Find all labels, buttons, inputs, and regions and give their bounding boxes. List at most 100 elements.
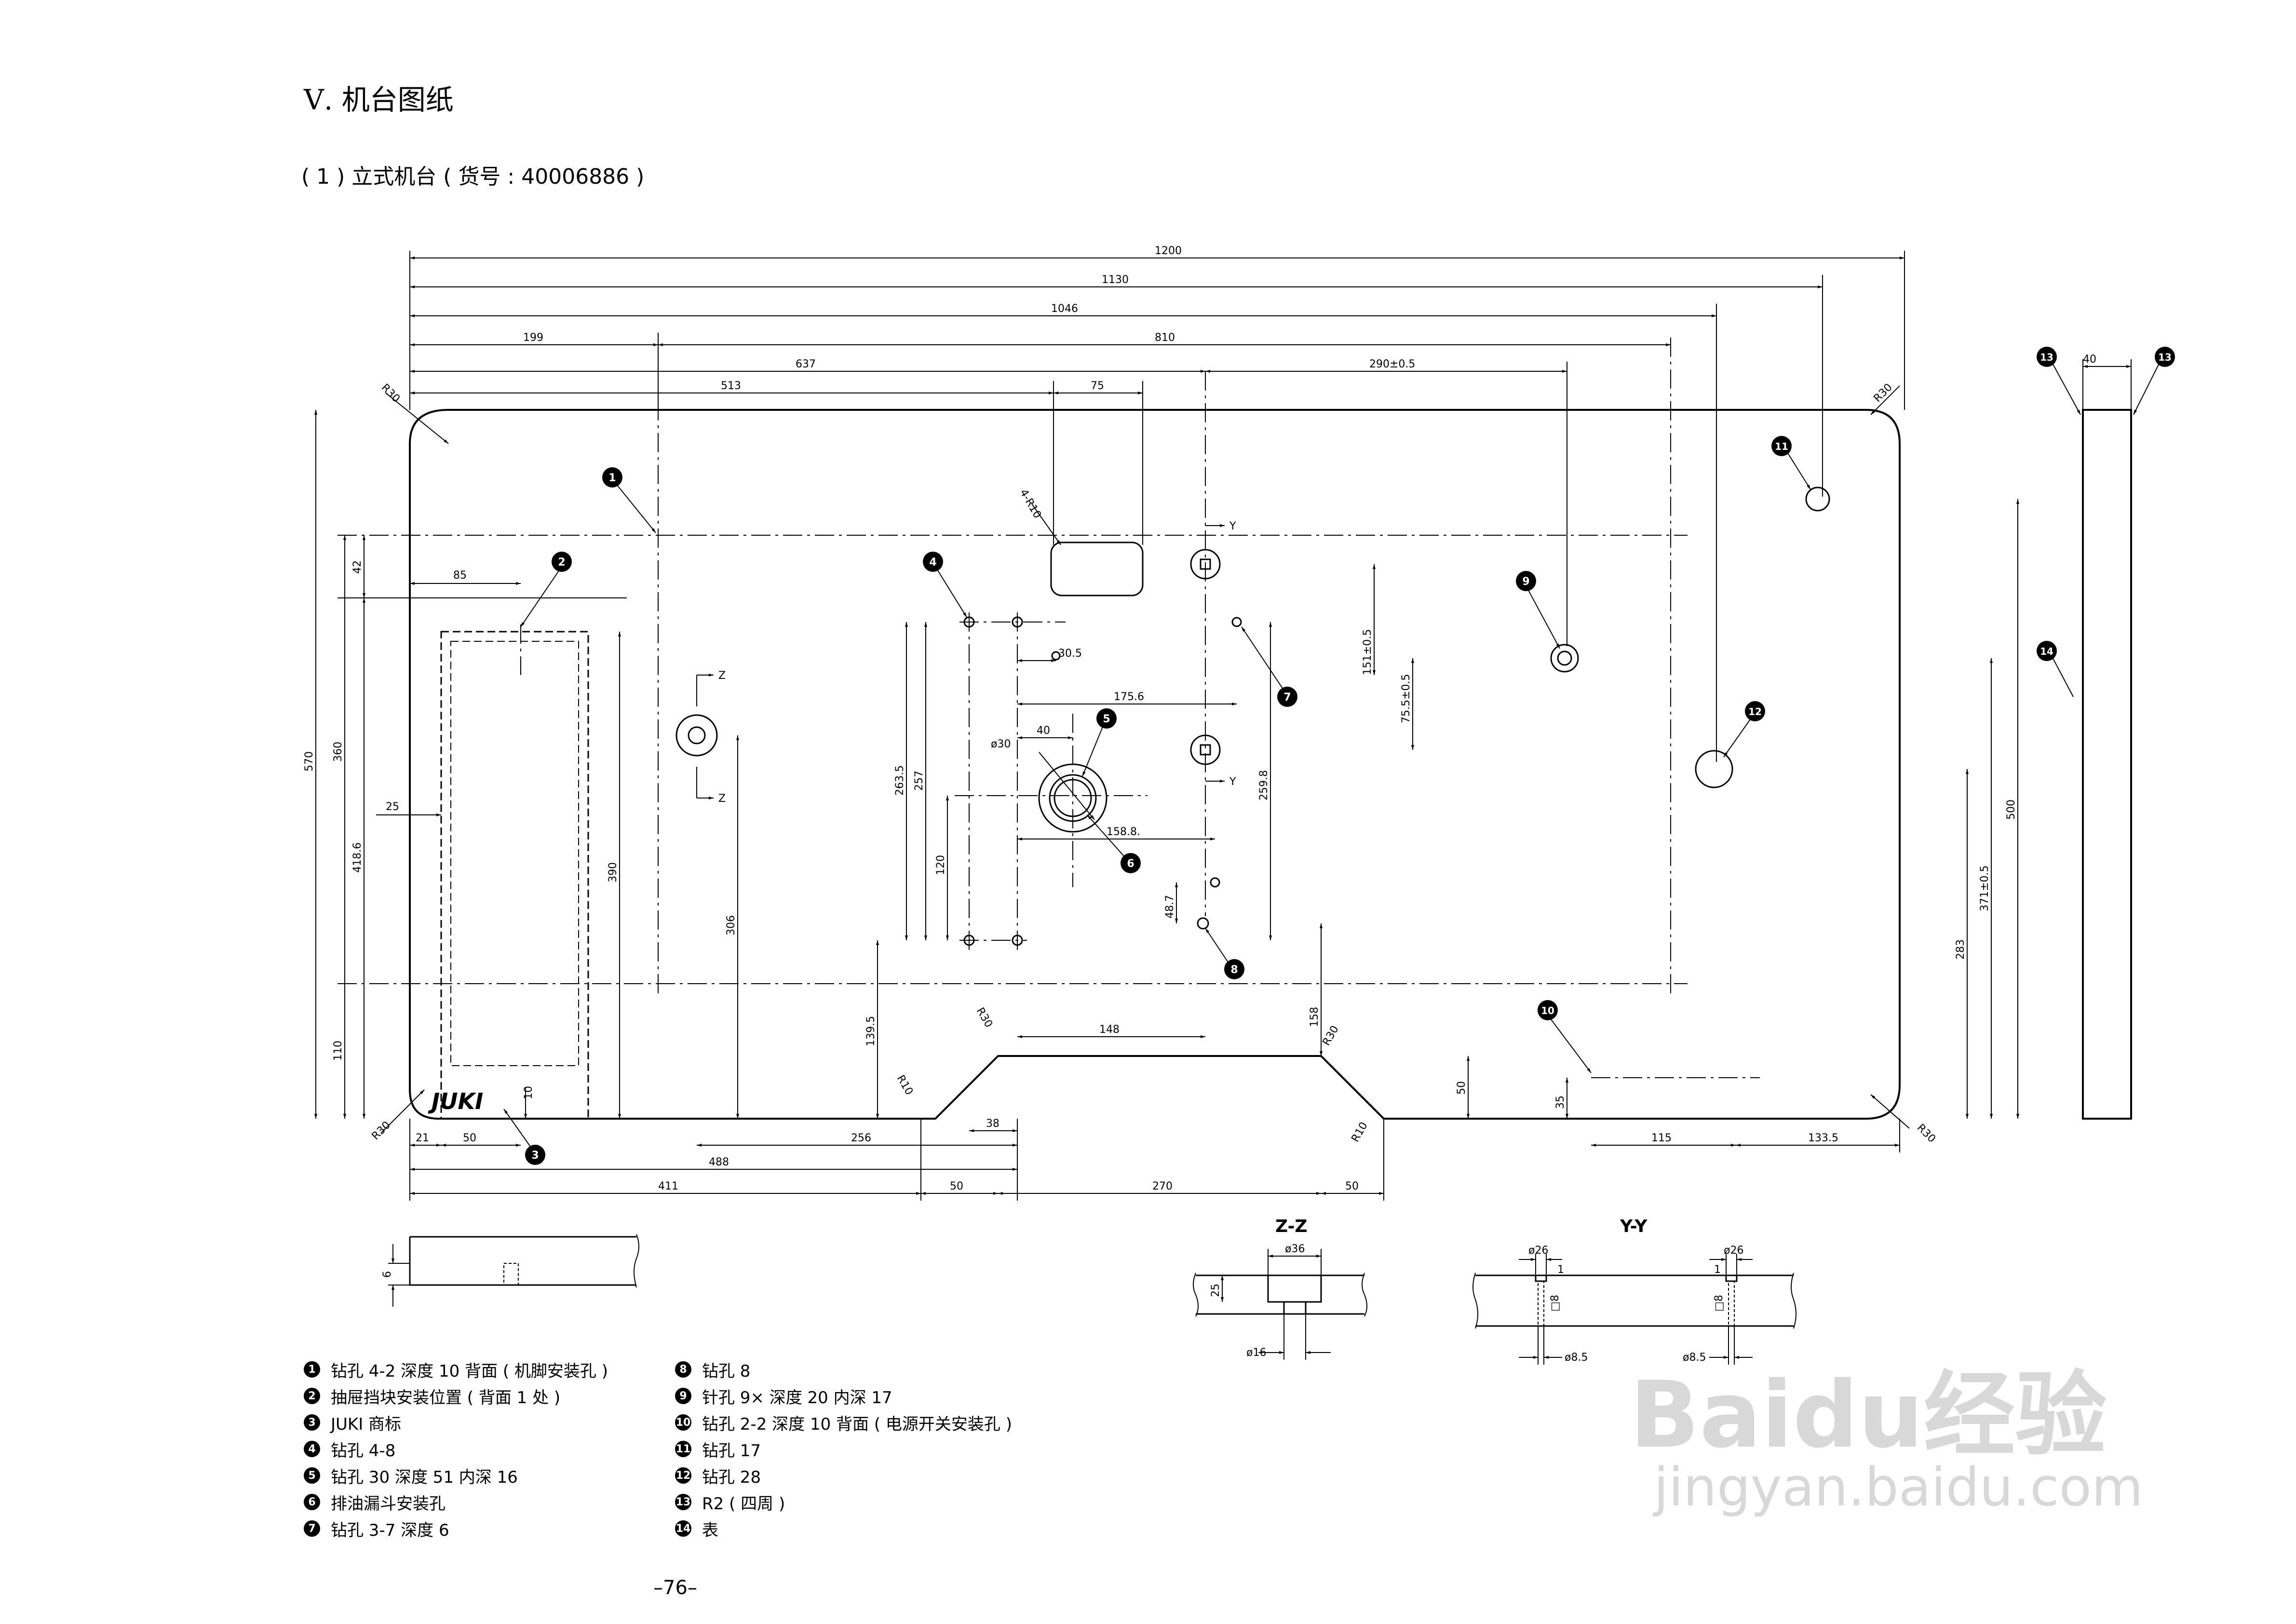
dim-21: 21 — [416, 1132, 429, 1144]
dim-25: 25 — [386, 801, 399, 813]
dim-199: 199 — [523, 332, 543, 344]
svg-text:5: 5 — [1103, 713, 1110, 725]
svg-text:2: 2 — [558, 556, 565, 568]
watermark-url: jingyan.baidu.com — [1654, 1456, 2144, 1518]
dim-115: 115 — [1651, 1132, 1672, 1144]
dim-371: 371±0.5 — [1979, 866, 1991, 911]
svg-text:6: 6 — [1127, 858, 1134, 870]
dim-133-5: 133.5 — [1808, 1132, 1838, 1144]
diameter-30: ø30 — [991, 738, 1011, 750]
side-view — [2082, 409, 2132, 1120]
section-zz-title: Z-Z — [1275, 1217, 1308, 1236]
dim-151: 151±0.5 — [1362, 629, 1374, 675]
yy-depth-1-left: 1 — [1557, 1264, 1564, 1276]
callout-5: 5 — [1096, 708, 1117, 729]
holes — [675, 487, 1830, 946]
callout-4: 4 — [923, 552, 943, 572]
section-title: Ⅴ. 机台图纸 — [304, 83, 454, 116]
dim-418-6: 418.6 — [351, 842, 364, 873]
hole-z — [675, 714, 718, 757]
yy-diameter-8-5-left: ø8.5 — [1565, 1352, 1588, 1364]
dim-85: 85 — [453, 569, 467, 582]
svg-text:13: 13 — [2158, 352, 2172, 363]
yy-diameter-8-5-right: ø8.5 — [1683, 1352, 1706, 1364]
dim-257: 257 — [913, 771, 925, 791]
callouts: 1 2 3 4 5 6 7 8 9 10 11 12 13 13 14 — [525, 347, 2175, 1165]
zz-diameter-16: ø16 — [1246, 1347, 1266, 1359]
yy-depth-1-right: 1 — [1714, 1264, 1721, 1276]
dim-263-5: 263.5 — [894, 765, 906, 796]
cut-z-bottom: Z — [718, 793, 726, 805]
hole-8 — [1197, 917, 1209, 930]
callout-11: 11 — [1771, 436, 1792, 456]
hole-12 — [1695, 750, 1733, 788]
dim-35: 35 — [1554, 1096, 1567, 1109]
radius-r10-left: R10 — [894, 1073, 915, 1097]
cut-y-top: Y — [1229, 520, 1236, 532]
watermark-brand: Baidu经验 — [1630, 1362, 2107, 1468]
dim-270: 270 — [1152, 1180, 1173, 1192]
dim-42: 42 — [351, 560, 364, 574]
callout-1: 1 — [602, 467, 622, 487]
radius-top-right: R30 — [1872, 381, 1895, 405]
dim-175-6: 175.6 — [1114, 691, 1144, 703]
svg-text:10: 10 — [1541, 1005, 1554, 1016]
section-yy-title: Y-Y — [1620, 1217, 1648, 1236]
dim-75: 75 — [1091, 380, 1104, 392]
dim-488: 488 — [709, 1156, 729, 1168]
radius-notch-right: R30 — [1321, 1024, 1341, 1048]
dim-259-8: 259.8 — [1258, 770, 1270, 800]
callout-2: 2 — [552, 552, 572, 572]
dim-306: 306 — [725, 915, 737, 935]
dim-10: 10 — [523, 1086, 535, 1099]
dim-40: 40 — [1037, 725, 1050, 737]
hole-7 — [1231, 617, 1242, 627]
callout-7: 7 — [1277, 687, 1297, 707]
dim-148: 148 — [1099, 1024, 1120, 1036]
dim-120: 120 — [935, 855, 947, 875]
dim-360: 360 — [332, 742, 344, 762]
dim-139-5: 139.5 — [865, 1016, 877, 1046]
dim-30-5: 30.5 — [1058, 648, 1082, 660]
svg-text:1: 1 — [608, 472, 616, 484]
section-yy — [1472, 1254, 1796, 1365]
callout-13-left: 13 — [2037, 347, 2057, 367]
svg-text:7: 7 — [1283, 691, 1291, 704]
dim-48-7: 48.7 — [1164, 895, 1176, 919]
drawer-stop-section — [388, 1234, 639, 1307]
dim-75-5: 75.5±0.5 — [1400, 674, 1412, 723]
dim-50-c: 50 — [1345, 1180, 1359, 1192]
dim-50-d: 50 — [1456, 1081, 1468, 1095]
dim-283: 283 — [1955, 939, 1967, 960]
radius-top-left: R30 — [379, 382, 402, 405]
dim-637: 637 — [796, 358, 816, 370]
svg-text:4: 4 — [929, 556, 936, 568]
dim-110: 110 — [332, 1041, 344, 1061]
svg-text:9: 9 — [1522, 576, 1529, 588]
cut-y-bottom: Y — [1229, 776, 1236, 788]
dim-40-side: 40 — [2083, 353, 2096, 365]
callout-6: 6 — [1121, 853, 1141, 873]
zz-depth-25: 25 — [1210, 1284, 1222, 1297]
radius-notch-left: R30 — [974, 1006, 995, 1030]
radius-bottom-right: R30 — [1915, 1122, 1938, 1145]
dim-38: 38 — [986, 1118, 999, 1130]
radius-bottom-left: R30 — [370, 1119, 393, 1142]
svg-text:3: 3 — [531, 1150, 539, 1162]
callout-13-right: 13 — [2155, 347, 2175, 367]
dim-1130: 1130 — [1102, 274, 1129, 286]
radius-r10-right: R10 — [1350, 1120, 1370, 1144]
drawing-subtitle: ( 1 ) 立式机台 ( 货号 : 40006886 ) — [301, 164, 645, 189]
cut-z-top: Z — [718, 670, 726, 682]
svg-text:12: 12 — [1748, 706, 1762, 717]
